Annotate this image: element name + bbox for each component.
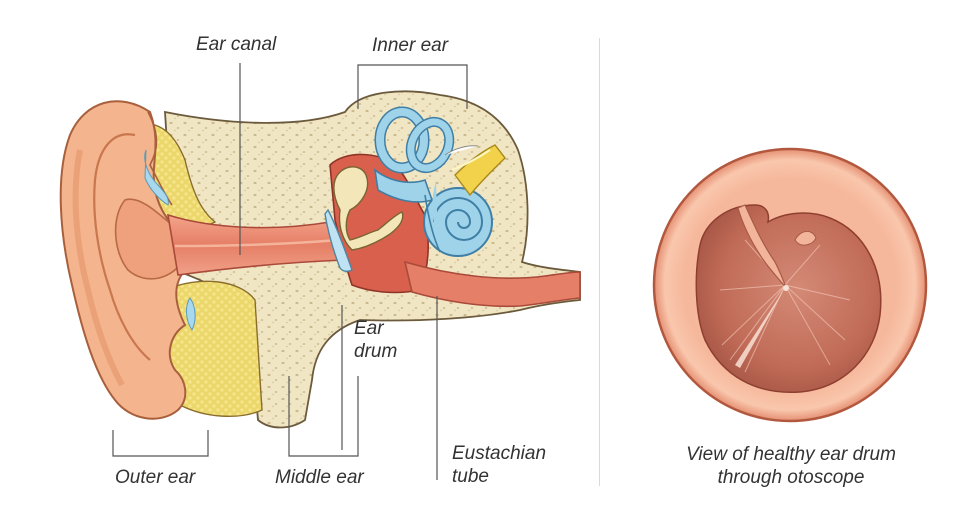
label-eustachian-tube: Eustachian tube [452, 442, 546, 488]
label-inner-ear: Inner ear [372, 35, 449, 56]
tympanic-membrane [695, 204, 882, 394]
label-middle-ear: Middle ear [275, 467, 364, 488]
pinna-inner-fold [93, 133, 151, 361]
skin-drop-top [144, 149, 169, 206]
otoscope-caption-line2: through otoscope [717, 467, 865, 488]
label-otoscope-caption: View of healthy ear drum through otoscop… [660, 443, 922, 489]
ossicles [333, 166, 404, 251]
leader-lines [112, 63, 468, 480]
label-ear-drum-line2: drum [354, 341, 398, 362]
eustachian-tube [403, 260, 581, 308]
panel-divider [599, 38, 600, 486]
eardrum-membrane [324, 208, 353, 273]
label-ear-drum-line1: Ear [354, 318, 384, 339]
otoscope-caption-line1: View of healthy ear drum [686, 444, 896, 465]
label-ear-canal: Ear canal [196, 34, 277, 55]
label-ear-drum: Ear drum [354, 317, 397, 363]
light-reflex [719, 239, 851, 373]
skin-drop-bottom [186, 297, 196, 331]
inner-ear-structures [373, 106, 493, 257]
label-eustachian-line2: tube [452, 466, 489, 487]
label-outer-ear: Outer ear [115, 467, 196, 488]
label-eustachian-line1: Eustachian [452, 443, 547, 464]
